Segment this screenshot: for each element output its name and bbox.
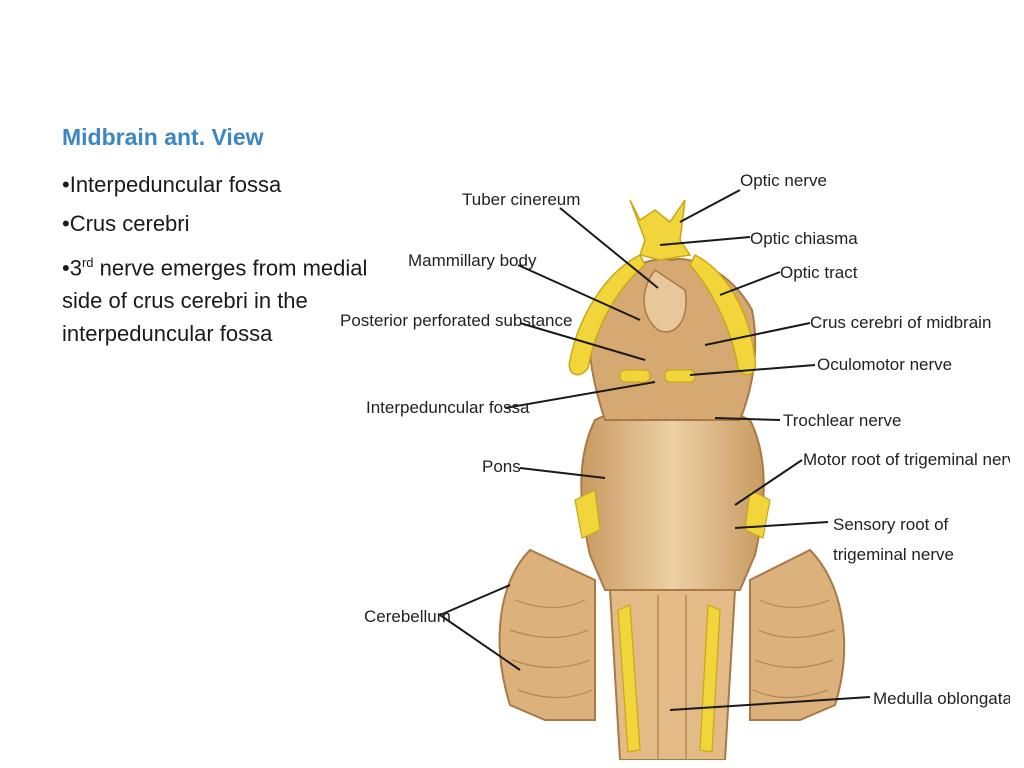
slide-title: Midbrain ant. View <box>62 124 264 150</box>
bullet-marker: • <box>62 255 70 281</box>
label-oculomotor-nerve: Oculomotor nerve <box>817 355 952 374</box>
bullet-ordinal-suffix: rd <box>81 255 94 270</box>
optic-apparatus <box>568 199 757 376</box>
bullet-text: Interpeduncular fossa <box>69 172 282 197</box>
label-trochlear-nerve: Trochlear nerve <box>783 411 901 430</box>
bullet-text: Crus cerebri <box>69 211 190 236</box>
label-pons: Pons <box>482 457 521 476</box>
label-sensory-root-line2: trigeminal nerve <box>833 545 954 564</box>
label-interpeduncular-fossa: Interpeduncular fossa <box>366 398 530 417</box>
bullet-item: •Crus cerebri <box>62 207 382 240</box>
label-optic-chiasma: Optic chiasma <box>750 229 858 248</box>
label-optic-nerve: Optic nerve <box>740 171 827 190</box>
bullet-marker: • <box>62 211 70 236</box>
brainstem-diagram: Optic nerve Tuber cinereum Optic chiasma… <box>340 171 1010 760</box>
pons-shape <box>580 404 765 591</box>
bullet-number: 3 <box>69 255 82 281</box>
label-cerebellum: Cerebellum <box>364 607 451 626</box>
bullet-item: •Interpeduncular fossa <box>62 168 382 201</box>
diagram-labels: Optic nerve Tuber cinereum Optic chiasma… <box>340 171 1010 708</box>
label-motor-root-trigeminal: Motor root of trigeminal nerve <box>803 450 1010 469</box>
cerebellum-shape <box>498 548 846 721</box>
label-mammillary-body: Mammillary body <box>408 251 537 270</box>
bullet-item: •3rd nerve emerges from medial side of c… <box>62 246 382 350</box>
label-crus-cerebri-of-midbrain: Crus cerebri of midbrain <box>810 313 991 332</box>
label-medulla-oblongata: Medulla oblongata <box>873 689 1010 708</box>
label-posterior-perforated-substance: Posterior perforated substance <box>340 311 572 330</box>
bullet-list: •Interpeduncular fossa •Crus cerebri •3r… <box>62 168 382 356</box>
label-tuber-cinereum: Tuber cinereum <box>462 190 580 209</box>
label-sensory-root-line1: Sensory root of <box>833 515 949 534</box>
bullet-marker: • <box>62 172 70 197</box>
leader-lines <box>439 189 871 711</box>
bullet-text: nerve emerges from medial side of crus c… <box>62 255 368 347</box>
label-optic-tract: Optic tract <box>780 263 858 282</box>
